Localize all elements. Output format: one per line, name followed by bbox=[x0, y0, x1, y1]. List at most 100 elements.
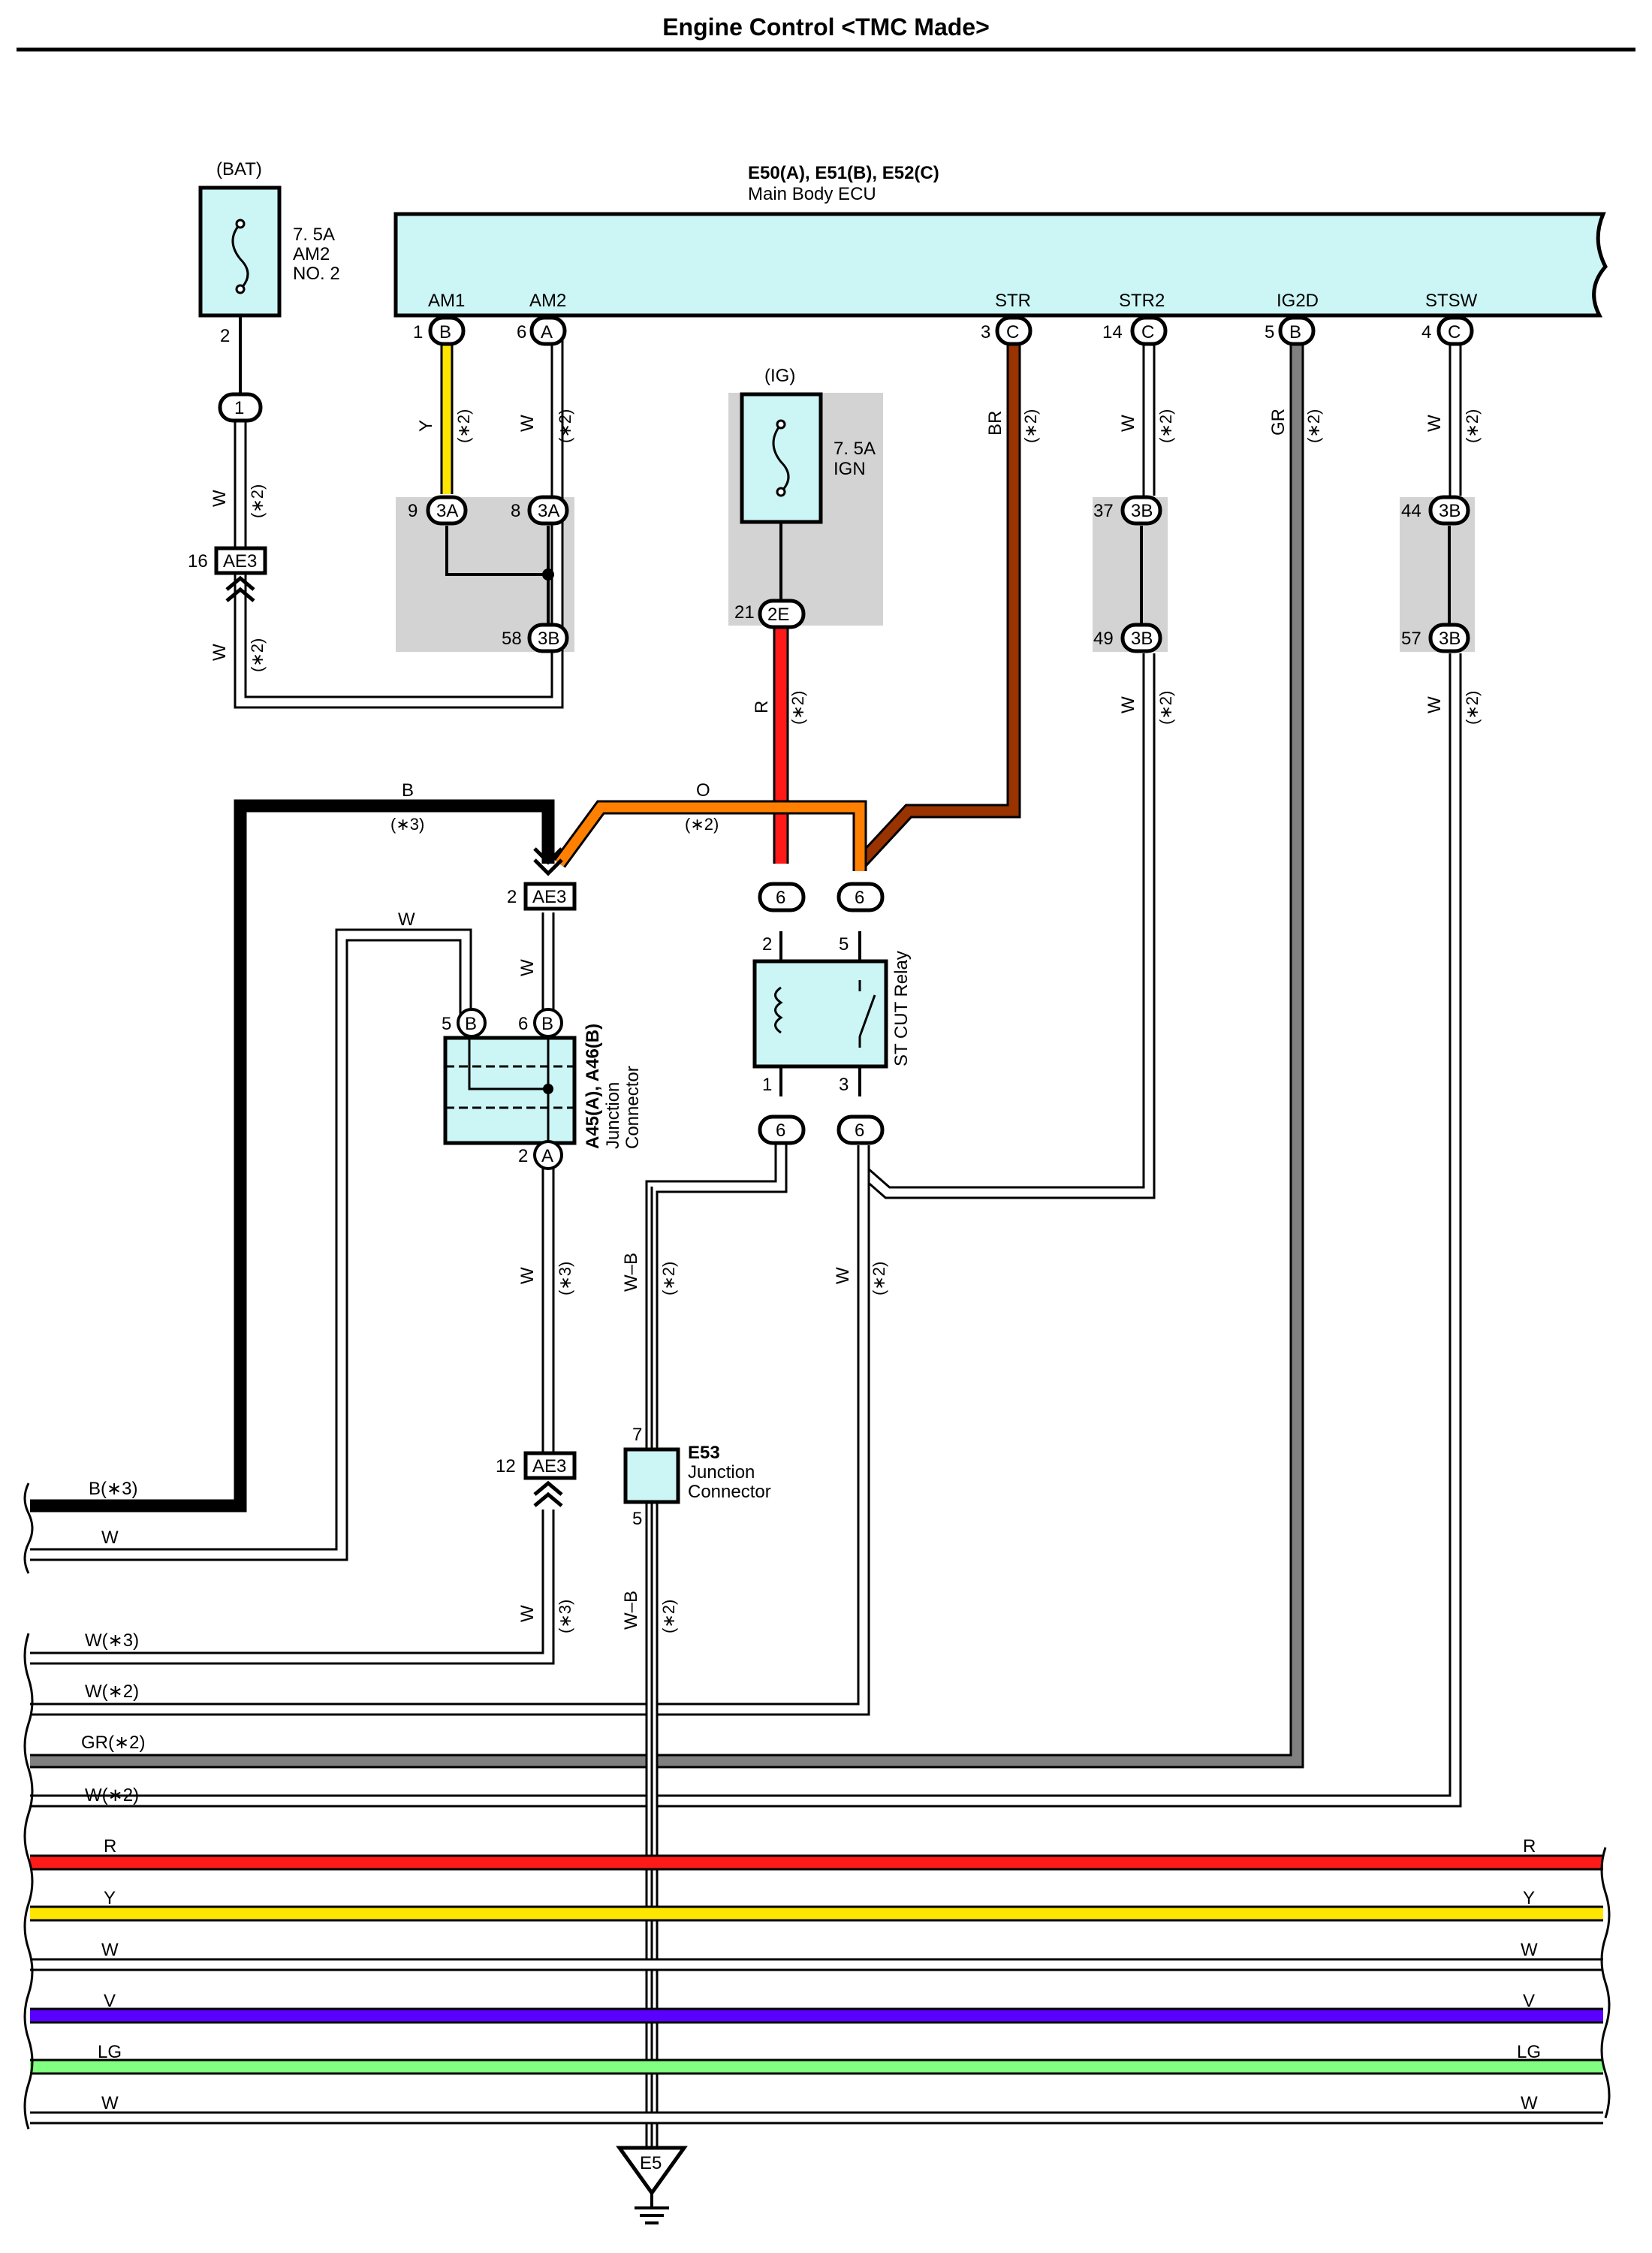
ae3-12-pin: 12 bbox=[496, 1456, 516, 1476]
relay-pin-2: 2 bbox=[762, 934, 772, 955]
ecu-pin-connectors bbox=[428, 315, 1474, 346]
wire-label-am2-fuse: W bbox=[210, 490, 230, 507]
wire-label-ae3-16: W bbox=[210, 644, 230, 661]
splice-connector-shapes bbox=[426, 495, 1470, 653]
connector-1-label: 1 bbox=[234, 398, 244, 418]
bus-label-right-w1: W bbox=[1521, 1940, 1538, 1960]
relay-coil bbox=[774, 986, 783, 1034]
splice-3b-57: 3B bbox=[1439, 629, 1461, 649]
left-label-w: W bbox=[101, 1528, 119, 1548]
ecu-num-str2: 14 bbox=[1102, 322, 1123, 342]
junction-a45-conn2: A bbox=[541, 1146, 553, 1166]
ecu-num-ig2d: 5 bbox=[1265, 322, 1274, 342]
wire-label-ae3-2: W bbox=[517, 959, 538, 976]
fuse-am2-element bbox=[231, 222, 249, 291]
fuse-ign-pin: 21 bbox=[734, 602, 755, 623]
junction-a45-line2: Connector bbox=[623, 1066, 643, 1149]
relay-pin-3: 3 bbox=[839, 1075, 849, 1095]
junction-a45-pinnum6: 6 bbox=[518, 1014, 528, 1034]
wire-note-a45-2: (∗3) bbox=[556, 1262, 574, 1295]
bus-label-right-w2: W bbox=[1521, 2093, 1538, 2113]
wire-label-am2: W bbox=[517, 415, 538, 432]
ecu-conn-stsw: C bbox=[1448, 322, 1461, 342]
junction-a45-conn5: B bbox=[465, 1014, 477, 1034]
splice-3b-49: 3B bbox=[1131, 629, 1153, 649]
splice-3b-37: 3B bbox=[1131, 501, 1153, 521]
wire-label-w-loop: W bbox=[398, 909, 415, 930]
wire-label-str2: W bbox=[1118, 415, 1138, 432]
wire-w-relay3 bbox=[30, 1145, 870, 1716]
ecu-pin-str: STR bbox=[995, 291, 1031, 311]
left-edge-top bbox=[23, 1482, 34, 1574]
bus-label-right-lg: LG bbox=[1517, 2042, 1541, 2062]
wire-note-br: (∗2) bbox=[1021, 409, 1040, 443]
wire-note-str2: (∗2) bbox=[1156, 409, 1175, 443]
bus-label-left-r: R bbox=[104, 1836, 116, 1856]
relay-conn-3 bbox=[837, 1114, 885, 1145]
ae3-16 bbox=[214, 546, 267, 575]
relay-conn-1-label: 6 bbox=[776, 1120, 785, 1141]
ae3-16-pin: 16 bbox=[188, 551, 208, 572]
fuse-am2 bbox=[198, 185, 282, 318]
relay-conn-3-label: 6 bbox=[855, 1120, 864, 1141]
ecu-title: E50(A), E51(B), E52(C) bbox=[748, 163, 939, 183]
fuse-ign-element bbox=[772, 424, 790, 493]
wire-label-y: Y bbox=[416, 420, 436, 432]
main-body-ecu bbox=[393, 212, 1608, 318]
wire-label-r: R bbox=[752, 701, 772, 713]
fuse-am2-pin: 2 bbox=[220, 326, 230, 346]
wire-label-a45-2: W bbox=[517, 1267, 538, 1284]
fuse-am2-terminal-top bbox=[235, 219, 246, 229]
wire-note-wb-low: (∗2) bbox=[659, 1600, 678, 1633]
fuse-am2-name1: AM2 bbox=[293, 244, 330, 264]
wire-note-stsw: (∗2) bbox=[1463, 409, 1482, 443]
wire-note-ae3-16: (∗2) bbox=[248, 638, 267, 672]
left-label-b3: B(∗3) bbox=[89, 1479, 137, 1499]
fuse-ign-rating: 7. 5A bbox=[834, 439, 876, 459]
wire-w-stsw bbox=[30, 330, 1462, 1808]
wire-label-b: B bbox=[402, 780, 414, 801]
left-label-w2b: W(∗2) bbox=[85, 1785, 139, 1805]
fuse-ign-terminal-top bbox=[776, 419, 786, 430]
fuse-am2-group: (BAT) bbox=[216, 159, 262, 179]
ecu-pin-ig2d: IG2D bbox=[1277, 291, 1319, 311]
left-label-gr2: GR(∗2) bbox=[81, 1733, 145, 1753]
splice-dot-am bbox=[542, 569, 554, 581]
bus-label-left-lg: LG bbox=[98, 2042, 122, 2062]
bus-label-right-v: V bbox=[1523, 1991, 1535, 2011]
wire-label-wb-low: W–B bbox=[621, 1591, 641, 1630]
splice-pin-58: 58 bbox=[502, 629, 522, 649]
junction-e53 bbox=[623, 1447, 680, 1504]
wire-note-r: (∗2) bbox=[788, 691, 807, 725]
splice-internal-am bbox=[445, 526, 548, 576]
splice-3a-8: 3A bbox=[538, 501, 559, 521]
ground-e5-label: E5 bbox=[640, 2153, 662, 2173]
connector-2e-label: 2E bbox=[767, 605, 789, 625]
junction-a45-line1: Junction bbox=[603, 1082, 623, 1149]
junction-e53-pin-bottom: 5 bbox=[632, 1509, 642, 1529]
ecu-subtitle: Main Body ECU bbox=[748, 184, 876, 204]
wire-b bbox=[30, 799, 555, 1513]
ecu-pin-str2: STR2 bbox=[1119, 291, 1165, 311]
bus-label-left-w1: W bbox=[101, 1940, 119, 1960]
fuse-ign-name: IGN bbox=[834, 459, 866, 479]
wire-note-stsw-low: (∗2) bbox=[1463, 691, 1482, 725]
wire-label-relay3: W bbox=[833, 1267, 853, 1284]
junction-a45-pin6 bbox=[533, 1008, 563, 1038]
junction-e53-name: E53 bbox=[688, 1443, 720, 1463]
wire-note-gr: (∗2) bbox=[1304, 409, 1323, 443]
wire-w-a45 bbox=[30, 928, 472, 1561]
wire-w-ae3 bbox=[30, 912, 555, 1665]
wire-label-br: BR bbox=[985, 411, 1005, 436]
junction-e53-pin-top: 7 bbox=[632, 1425, 642, 1445]
fuse-am2-terminal-bottom bbox=[235, 284, 246, 294]
ae3-12-chevron bbox=[533, 1480, 563, 1496]
wire-note-am2-fuse: (∗2) bbox=[248, 484, 267, 518]
wire-label-gr: GR bbox=[1268, 409, 1289, 436]
ae3-12-chevron2 bbox=[533, 1491, 563, 1507]
relay-conn-5-label: 6 bbox=[855, 888, 864, 908]
ae3-2-label: AE3 bbox=[532, 887, 566, 907]
ae3-16-label: AE3 bbox=[223, 551, 257, 572]
left-label-w2a: W(∗2) bbox=[85, 1681, 139, 1702]
